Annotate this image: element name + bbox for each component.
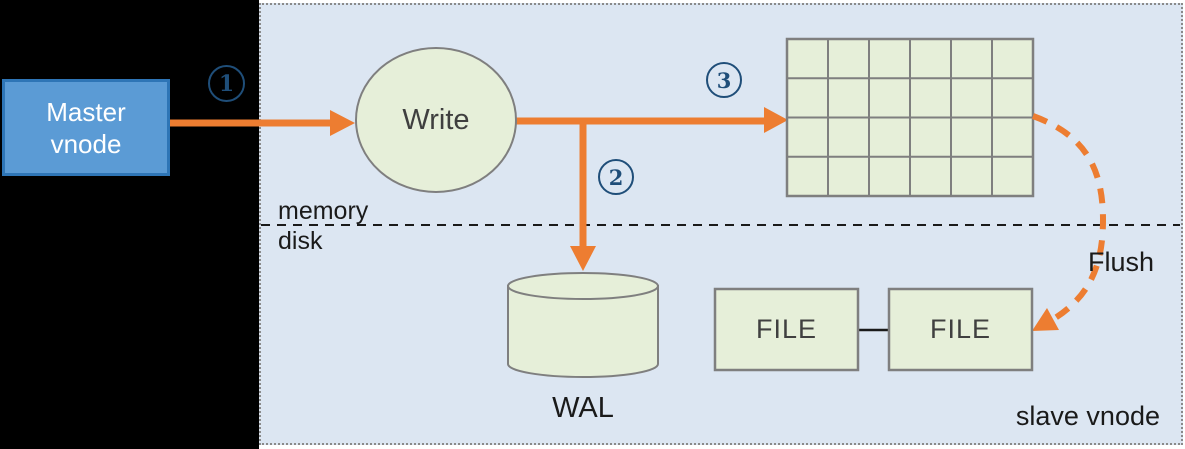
flush-label: Flush [1088, 247, 1155, 277]
file-1-label: FILE [755, 314, 818, 344]
memory-label: memory [278, 197, 369, 225]
step-2-badge: 2 [598, 159, 634, 195]
write-label: Write [402, 104, 470, 136]
master-vnode-label: Master vnode [46, 96, 126, 159]
wal-label: WAL [552, 392, 614, 424]
disk-label: disk [278, 227, 323, 255]
file-2-label: FILE [929, 314, 992, 344]
step-2-number: 2 [608, 164, 624, 190]
slave-vnode-label: slave vnode [1015, 401, 1160, 431]
step-3-badge: 3 [706, 62, 742, 98]
master-vnode-box: Master vnode [2, 79, 170, 176]
step-3-number: 3 [716, 67, 732, 93]
step-1-number: 1 [218, 70, 235, 97]
step-1-badge: 1 [208, 65, 245, 102]
